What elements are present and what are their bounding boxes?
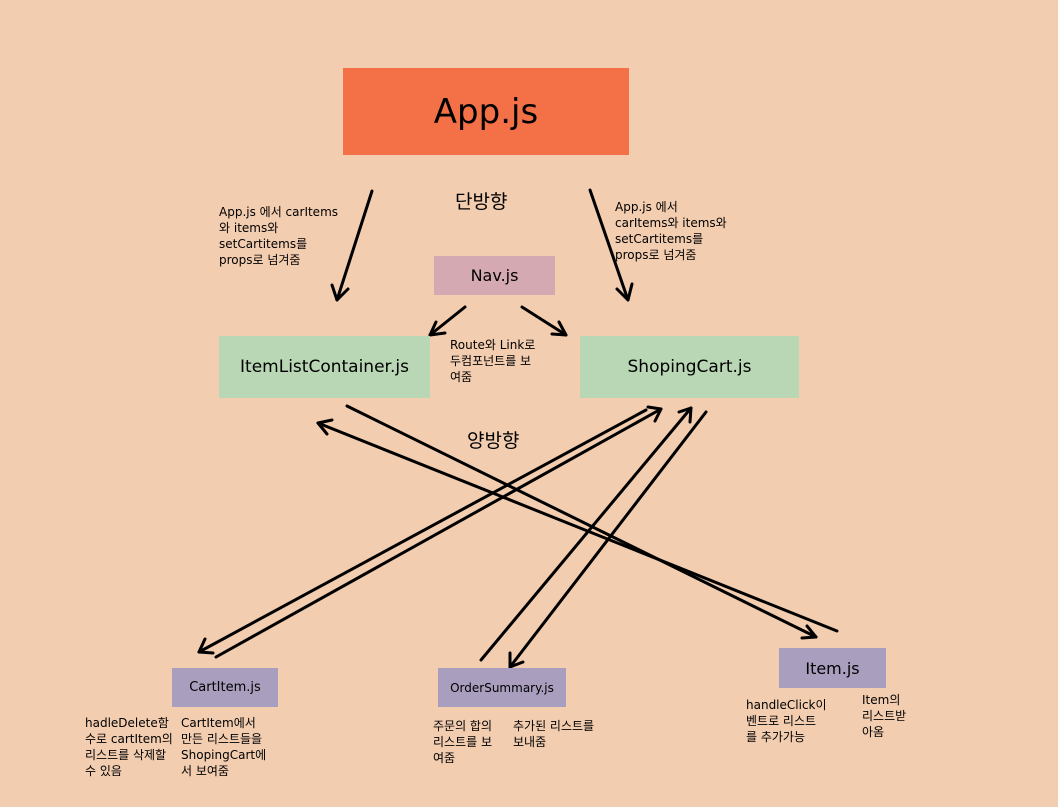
arrowhead-app-to-item-list — [330, 283, 350, 302]
arrowhead-nav-to-shoping-cart — [550, 320, 568, 337]
note-cart-item-delete: hadleDelete함 수로 cartItem의 리스트를 삭제할 수 있음 — [85, 716, 173, 778]
arrow-item-list-to-item — [345, 404, 818, 639]
two-way-label: 양방향 — [467, 430, 520, 452]
arrowhead-order-summary-to-shoping-cart — [677, 406, 693, 424]
nav-js-node: Nav.js — [434, 256, 555, 295]
arrowhead-nav-to-item-list — [428, 320, 447, 337]
note-order-list: 추가된 리스트를 보내줌 — [513, 719, 595, 749]
arrowhead-item-to-item-list — [316, 418, 334, 436]
note-app-to-item-list: App.js 에서 carItems 와 items와 setCartitems… — [219, 205, 339, 267]
note-item-click: handleClick이 벤트로 리스트 를 추가가능 — [746, 698, 827, 744]
arrow-item-to-item-list — [316, 421, 839, 633]
note-cart-item-show: CartItem에서 만든 리스트들을 ShopingCart에 서 보여줌 — [181, 716, 267, 778]
arrow-nav-to-item-list — [428, 305, 467, 337]
item-list-container-label: ItemListContainer.js — [240, 357, 409, 377]
arrow-app-to-item-list — [335, 189, 374, 302]
item-js-label: Item.js — [805, 658, 860, 678]
arrow-order-summary-to-shoping-cart — [479, 406, 693, 662]
arrowhead-cart-item-to-shoping-cart — [646, 405, 663, 423]
app-js-node: App.js — [343, 68, 629, 155]
arrow-nav-to-shoping-cart — [520, 305, 568, 337]
shoping-cart-node: ShopingCart.js — [580, 336, 799, 398]
note-order-sum: 주문의 합의 리스트를 보 여줌 — [433, 719, 493, 765]
arrowhead-shoping-cart-to-cart-item — [197, 637, 215, 655]
item-js-node: Item.js — [779, 648, 886, 688]
order-summary-label: OrderSummary.js — [450, 680, 554, 695]
cart-item-node: CartItem.js — [172, 668, 278, 707]
item-list-container-node: ItemListContainer.js — [219, 336, 430, 398]
one-way-label: 단방향 — [455, 191, 508, 213]
arrowhead-shoping-cart-to-order-summary — [508, 651, 525, 669]
note-app-to-shoping-cart: App.js 에서 carItems와 items와 setCartitems를… — [615, 200, 727, 262]
arrow-app-to-shoping-cart — [588, 188, 630, 302]
note-nav-route: Route와 Link로 두컴포넌트를 보 여줌 — [450, 338, 536, 384]
arrow-cart-item-to-shoping-cart — [214, 407, 663, 659]
arrow-shoping-cart-to-cart-item — [197, 408, 648, 654]
app-js-label: App.js — [433, 91, 539, 132]
order-summary-node: OrderSummary.js — [438, 668, 566, 707]
note-item-receive: Item의 리스트받 아옴 — [862, 693, 907, 739]
nav-js-label: Nav.js — [470, 266, 519, 285]
arrowhead-item-list-to-item — [800, 624, 818, 640]
cart-item-label: CartItem.js — [189, 680, 261, 695]
arrowhead-app-to-shoping-cart — [615, 282, 634, 302]
shoping-cart-label: ShopingCart.js — [627, 357, 752, 377]
arrow-shoping-cart-to-order-summary — [508, 410, 708, 669]
